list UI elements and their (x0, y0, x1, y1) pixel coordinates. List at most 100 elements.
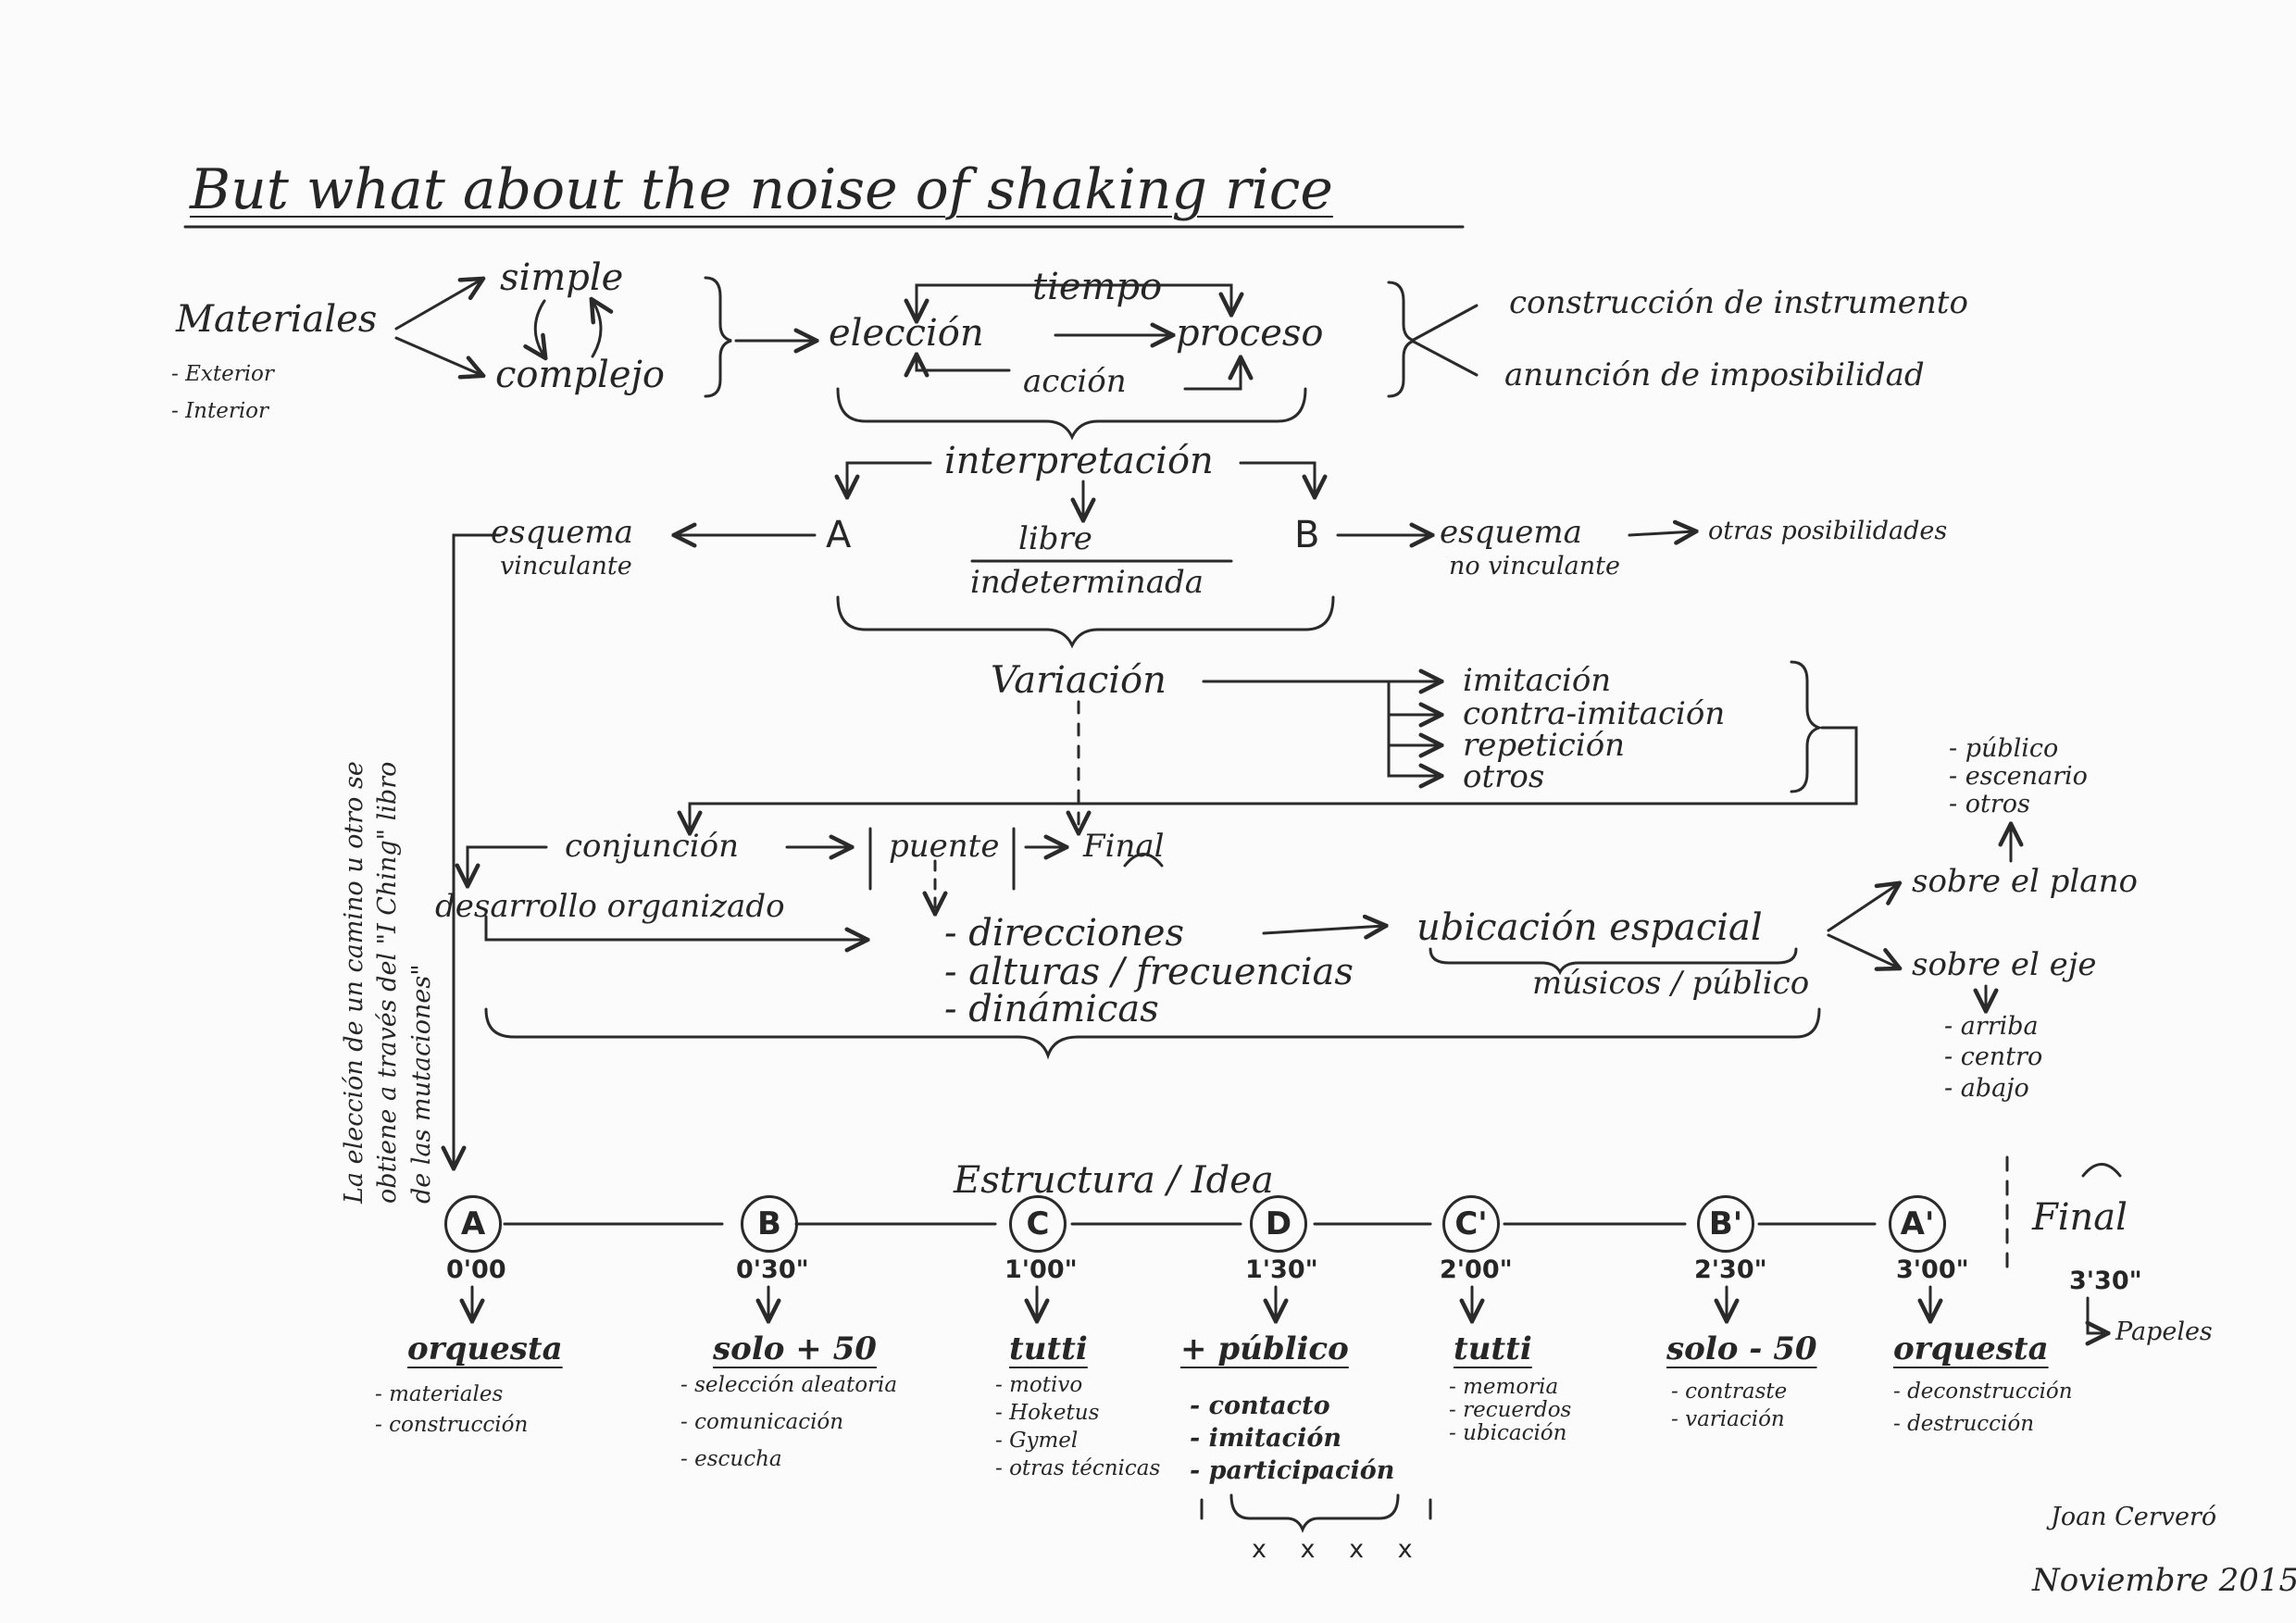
arrow-accion-up (1183, 359, 1241, 391)
arrow-to-anuncion (1410, 339, 1479, 377)
interpretacion-label: interpretación (944, 440, 1214, 482)
item-C2-2: - recuerdos (1449, 1398, 1572, 1422)
item-D-3: - participación (1190, 1456, 1395, 1485)
vertical-note: La elección de un camino u otro se obtie… (338, 761, 439, 1204)
item-B-2: - comunicación (680, 1410, 844, 1434)
item-A2-1: - deconstrucción (1893, 1380, 2073, 1404)
head-C: tutti (1009, 1330, 1088, 1367)
fermata-arc-flow (1123, 853, 1164, 868)
section-circle-C2: C' (1442, 1195, 1500, 1253)
arrow-var-otros (1387, 743, 1440, 776)
eleccion-label: elección (829, 312, 984, 355)
proceso-label: proceso (1176, 312, 1324, 355)
time-D: 1'30" (1245, 1255, 1318, 1284)
time-B2: 2'30" (1694, 1255, 1767, 1284)
section-circle-D: D (1250, 1195, 1307, 1253)
arrow-desarrollo (484, 915, 866, 940)
signature-name: Joan Cerveró (2051, 1503, 2217, 1531)
materiales-label: Materiales (176, 298, 378, 341)
page-title: But what about the noise of shaking rice (190, 157, 1333, 222)
ubicacion-label: ubicación espacial (1416, 906, 1763, 949)
node-A: A (826, 514, 852, 556)
esquema-left-label: esquema (491, 514, 633, 551)
puente-label: puente (889, 828, 1000, 865)
time-A2: 3'00" (1896, 1255, 1969, 1284)
papeles-label: Papeles (2115, 1317, 2213, 1346)
structure-final-label: Final (2032, 1196, 2128, 1239)
brace-publico (1229, 1493, 1400, 1533)
sobre-plano-label: sobre el plano (1912, 863, 2138, 900)
arrow-interp-B (1239, 461, 1315, 495)
arrow-conjuncion-left (468, 845, 548, 884)
item-A2-2: - destrucción (1893, 1412, 2035, 1436)
signature-date: Noviembre 2015 (2032, 1562, 2296, 1599)
simple-label: simple (500, 256, 624, 299)
brace-A-B (836, 595, 1335, 649)
brace-core (836, 387, 1307, 441)
param-direcciones: - direcciones (944, 912, 1185, 955)
flow-final-label: Final (1083, 828, 1165, 865)
complejo-label: complejo (495, 354, 665, 396)
arrow-variacion-return (690, 726, 1858, 831)
item-D-2: - imitación (1190, 1424, 1341, 1453)
arrow-ubic-eje (1827, 933, 1898, 968)
arrow-var-contra (1387, 680, 1440, 715)
param-dinamicas: - dinámicas (944, 988, 1159, 1030)
no-vinculante-label: no vinculante (1449, 552, 1620, 581)
section-circle-A2: A' (1889, 1195, 1946, 1253)
eje-centro: - centro (1944, 1042, 2043, 1071)
esquema-right-label: esquema (1440, 514, 1582, 551)
conjuncion-label: conjunción (565, 828, 740, 865)
arrow-to-construccion (1410, 304, 1479, 343)
section-circle-B2: B' (1697, 1195, 1754, 1253)
sobre-eje-label: sobre el eje (1912, 946, 2097, 983)
section-circle-B: B (741, 1195, 798, 1253)
time-C: 1'00" (1004, 1255, 1078, 1284)
estructura-label: Estructura / Idea (954, 1159, 1274, 1202)
variacion-label: Variación (991, 659, 1167, 702)
item-A-1: - materiales (375, 1382, 504, 1406)
time-C2: 2'00" (1440, 1255, 1513, 1284)
construccion-label: construcción de instrumento (1509, 284, 1968, 321)
arrow-interp-A (847, 461, 932, 495)
time-B: 0'30" (736, 1255, 809, 1284)
plano-escenario: - escenario (1949, 762, 2088, 791)
item-C-1: - motivo (995, 1373, 1083, 1397)
accion-label: acción (1023, 363, 1127, 400)
arrow-materiales-simple (394, 280, 481, 331)
time-A: 0'00 (446, 1255, 506, 1284)
arrow-direcciones-ubicacion (1262, 926, 1384, 933)
item-B2-1: - contraste (1671, 1380, 1788, 1404)
item-C2-3: - ubicación (1449, 1421, 1567, 1445)
section-circle-C: C (1009, 1195, 1067, 1253)
desarrollo-label: desarrollo organizado (435, 888, 785, 925)
arrow-esquema-otras (1628, 531, 1694, 535)
eje-abajo: - abajo (1944, 1074, 2029, 1103)
variacion-repeticion: repetición (1463, 727, 1626, 764)
arrow-papeles (2088, 1296, 2106, 1333)
item-B-3: - escucha (680, 1447, 782, 1471)
arrow-left-vertical (454, 533, 502, 1167)
variacion-otros: otros (1463, 758, 1545, 795)
vertical-note-line-1: La elección de un camino u otro se (340, 761, 368, 1204)
vertical-note-line-3: de las mutaciones" (406, 964, 436, 1204)
plano-publico: - público (1949, 734, 2059, 763)
brace-desarrollo (484, 1007, 1821, 1060)
otras-posibilidades-label: otras posibilidades (1708, 517, 1948, 545)
head-A2: orquesta (1893, 1330, 2049, 1367)
arrow-materiales-complejo (394, 336, 481, 375)
node-B: B (1294, 514, 1320, 556)
head-D: + público (1180, 1330, 1349, 1367)
item-C-3: - Gymel (995, 1429, 1079, 1453)
anuncion-label: anunción de imposibilidad (1504, 356, 1925, 393)
head-B: solo + 50 (713, 1330, 877, 1367)
time-final: 3'30" (2069, 1267, 2142, 1295)
variacion-imitacion: imitación (1463, 662, 1612, 699)
param-alturas: - alturas / frecuencias (944, 951, 1354, 993)
arrow-tiempo-back (917, 283, 1020, 319)
arrow-simple-complejo-2 (593, 301, 601, 358)
item-C2-1: - memoria (1449, 1375, 1559, 1399)
item-C-2: - Hoketus (995, 1401, 1100, 1425)
arrow-ubic-plano (1827, 884, 1898, 932)
